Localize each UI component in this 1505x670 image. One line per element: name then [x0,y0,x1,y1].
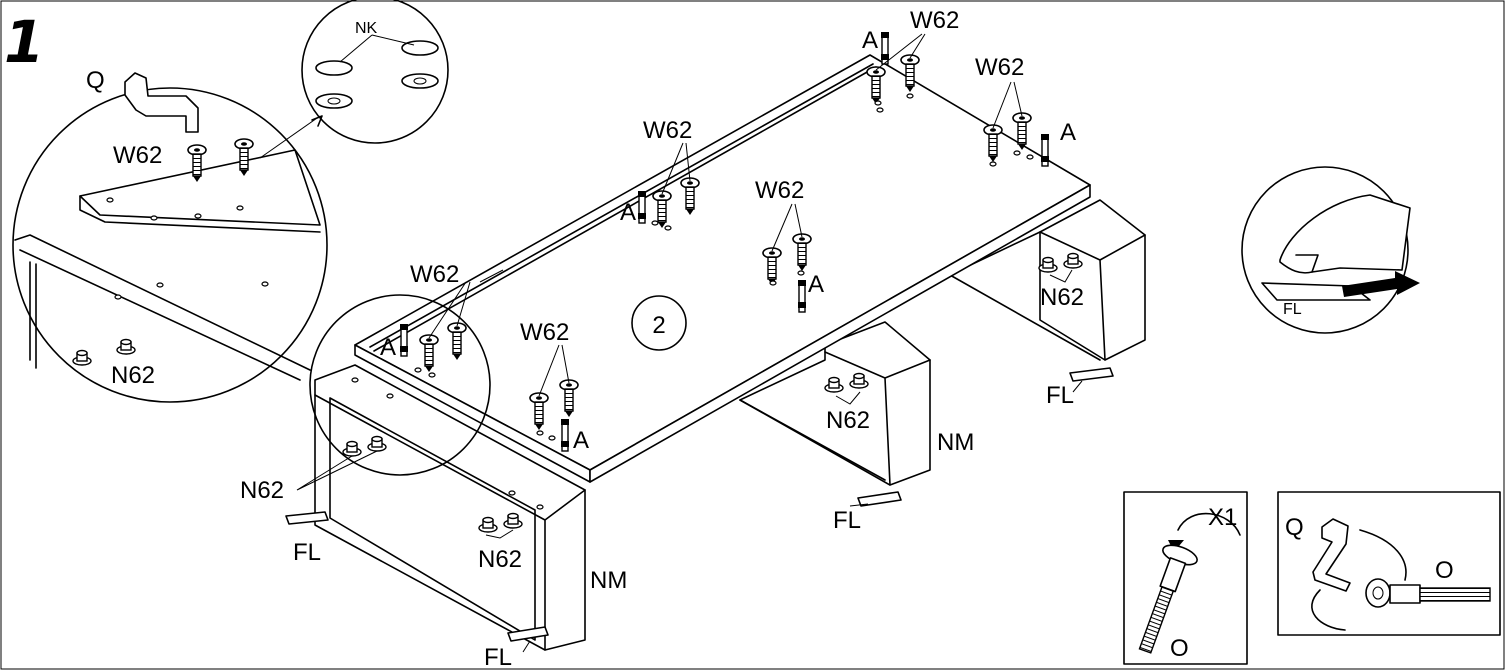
label-fl: FL [1283,301,1302,318]
dowel-a [399,323,409,357]
label-o: O [1435,557,1454,584]
nut-n62 [116,338,136,355]
pull-arrow-icon [1342,271,1420,297]
felt-pad-fl [285,511,329,525]
label-nk: NK [355,20,378,37]
main-panel: 2 [354,54,1091,483]
detail-box-hexkey: Q O [1277,491,1501,636]
label-a: A [380,334,396,361]
detail-ring [309,294,491,476]
label-n62: N62 [111,362,155,389]
detail-box-screw: X1 O [1123,491,1248,665]
label-w62: W62 [910,7,959,34]
label-w62: W62 [975,54,1024,81]
detail-nk: NK [301,0,449,144]
label-n62: N62 [240,477,284,504]
label-n62: N62 [826,407,870,434]
label-a: A [1060,119,1076,146]
label-w62: W62 [520,319,569,346]
hex-key-q [1312,518,1351,592]
main-assembly: 2 [240,7,1146,670]
label-fl: FL [1046,382,1074,409]
label-a: A [808,271,824,298]
dowel-a [637,190,647,224]
base-frame-right [949,199,1146,361]
label-w62: W62 [755,177,804,204]
label-o: O [1170,635,1189,662]
label-fl: FL [293,539,321,566]
label-w62: W62 [410,261,459,288]
nut-n62 [72,349,92,366]
dowel-a [560,418,570,452]
detail-felt-pad: FL [1241,166,1420,334]
felt-pad-fl [507,626,549,642]
felt-pad-fl [857,491,902,507]
label-fl: FL [833,507,861,534]
label-q: Q [86,67,105,94]
step-number: 1 [4,8,44,76]
label-nm: NM [937,429,974,456]
label-q: Q [1285,514,1304,541]
label-n62: N62 [478,546,522,573]
cover-cap-nk [315,60,353,76]
dowel-a [797,279,807,313]
nk-pointer [259,115,321,159]
label-fl: FL [484,644,512,670]
felt-pad-fl [1069,367,1114,382]
rotate-arrow-icon [1359,529,1407,581]
sub-step-circle [631,295,687,351]
hand-icon [1279,194,1411,274]
hex-key-q [124,72,199,133]
label-w62: W62 [643,117,692,144]
detail-magnifier-left: Q W62 N62 [12,67,328,403]
dowel-a [1040,133,1050,167]
label-x1: X1 [1208,504,1237,531]
label-a: A [573,427,589,454]
label-w62: W62 [113,142,162,169]
label-nm: NM [590,567,627,594]
label-n62: N62 [1040,284,1084,311]
sub-step-number: 2 [652,312,665,339]
base-frame-left [314,364,586,651]
base-frame-middle [739,321,931,486]
dowel-a [880,31,890,65]
label-a: A [620,199,636,226]
label-a: A [862,27,878,54]
rotate-arrow-icon [1177,512,1241,536]
